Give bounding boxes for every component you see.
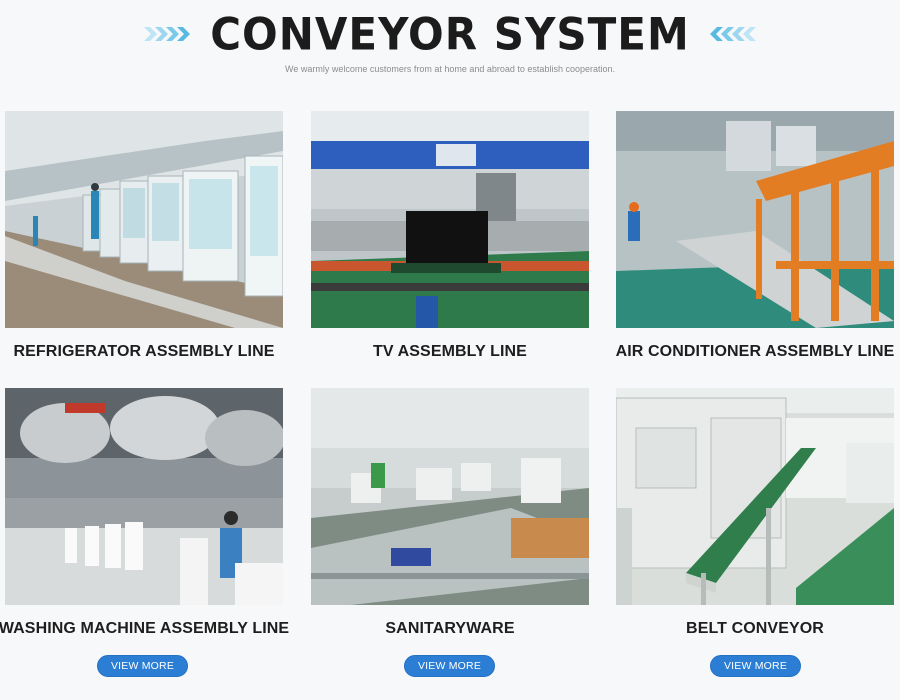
view-more-button[interactable]: VIEW MORE bbox=[97, 655, 188, 677]
product-label[interactable]: BELT CONVEYOR bbox=[686, 620, 824, 637]
air-conditioner-assembly-line-photo[interactable] bbox=[616, 111, 894, 328]
page-subtitle: We warmly welcome customers from at home… bbox=[285, 64, 615, 74]
tv-assembly-line-photo[interactable] bbox=[311, 111, 589, 328]
product-label[interactable]: WASHING MACHINE ASSEMBLY LINE bbox=[0, 620, 290, 637]
double-chevron-right-icon bbox=[144, 27, 191, 41]
belt-conveyor-photo[interactable] bbox=[616, 388, 894, 605]
product-label[interactable]: TV ASSEMBLY LINE bbox=[373, 343, 527, 360]
product-label[interactable]: SANITARYWARE bbox=[385, 620, 515, 637]
view-more-button[interactable]: VIEW MORE bbox=[710, 655, 801, 677]
double-chevron-left-icon bbox=[709, 27, 756, 41]
page-title: CONVEYOR SYSTEM bbox=[210, 8, 690, 60]
product-label[interactable]: REFRIGERATOR ASSEMBLY LINE bbox=[13, 343, 275, 360]
view-more-button[interactable]: VIEW MORE bbox=[404, 655, 495, 677]
refrigerator-assembly-line-photo[interactable] bbox=[5, 111, 283, 328]
washing-machine-assembly-line-photo[interactable] bbox=[5, 388, 283, 605]
sanitaryware-line-photo[interactable] bbox=[311, 388, 589, 605]
section-header: CONVEYOR SYSTEM We warmly welcome custom… bbox=[0, 0, 900, 90]
product-label[interactable]: AIR CONDITIONER ASSEMBLY LINE bbox=[615, 343, 895, 360]
title-row: CONVEYOR SYSTEM bbox=[0, 8, 900, 60]
